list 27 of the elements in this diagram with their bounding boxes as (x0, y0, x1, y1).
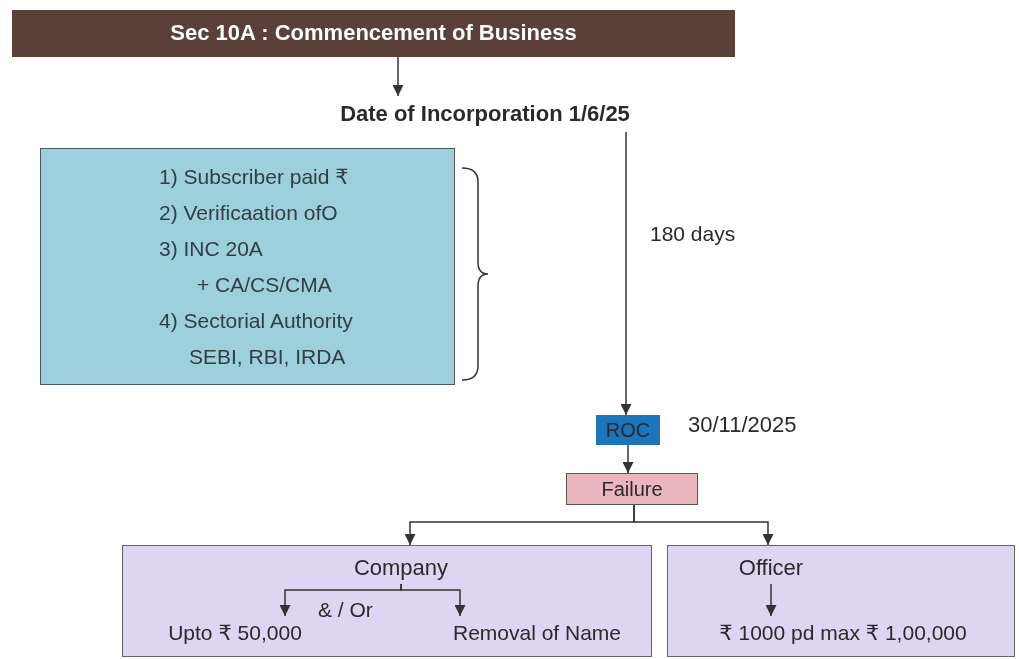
penalty-panel (667, 545, 1015, 657)
arrow (620, 131, 632, 416)
list-item: 4) Sectorial Authority (159, 308, 353, 334)
requirements-box (40, 148, 455, 385)
arrow (765, 583, 777, 617)
node-text: ₹ 1000 pd max ₹ 1,00,000 (676, 616, 1010, 650)
title-text: Sec 10A : Commencement of Business (169, 20, 578, 46)
node-text: Company (341, 552, 461, 584)
arrow (622, 444, 634, 474)
list-item: 3) INC 20A (159, 236, 263, 262)
arrow (633, 504, 774, 546)
title-bar (12, 10, 735, 57)
node-text: Removal of Name (423, 616, 651, 650)
list-item: 2) Verificaation ofO (159, 200, 338, 226)
box-label: ROC (604, 417, 652, 443)
heading-text: Date of Incorporation 1/6/25 (290, 96, 680, 132)
node-text: Officer (711, 552, 831, 584)
failure-box (566, 473, 698, 505)
box-label: Failure (600, 476, 664, 502)
arrow (392, 56, 404, 97)
date-text: 30/11/2025 (688, 412, 797, 438)
list-item: 1) Subscriber paid ₹ (159, 164, 349, 190)
list-item: + CA/CS/CMA (197, 272, 332, 298)
penalty-panel (122, 545, 652, 657)
arrow (400, 583, 466, 617)
list-item: SEBI, RBI, IRDA (189, 344, 346, 370)
roc-box (596, 415, 660, 445)
